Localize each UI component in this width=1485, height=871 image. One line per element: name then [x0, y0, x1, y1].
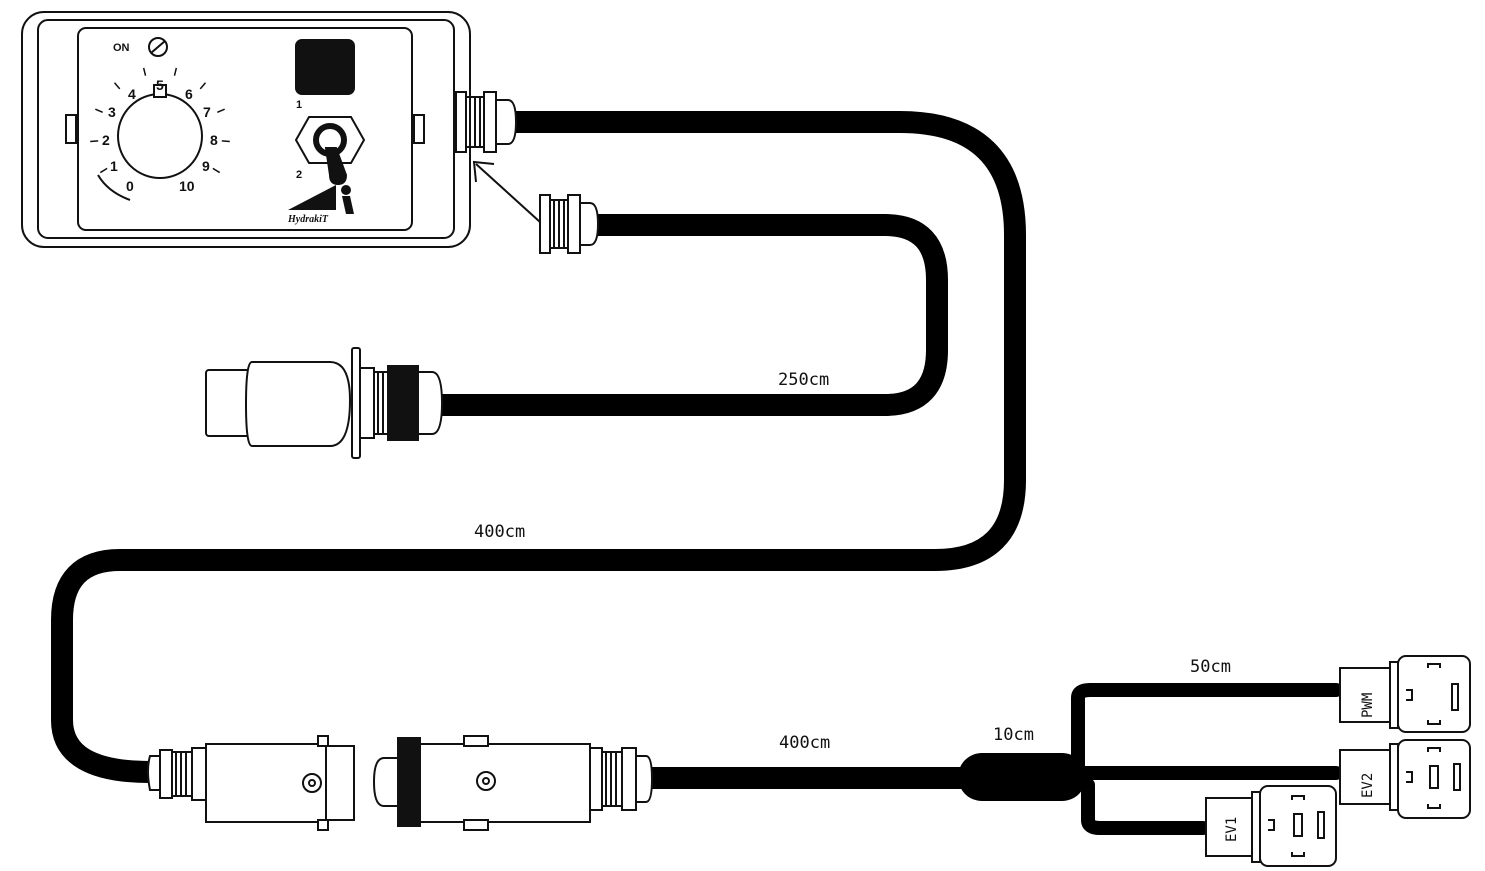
split-length-label: 10cm — [993, 725, 1034, 745]
dial-tick — [95, 108, 104, 113]
extension-cable-length-label: 400cm — [779, 733, 830, 753]
dial-number-0: 0 — [126, 178, 134, 194]
gland-arrow — [472, 160, 541, 223]
dial-tick — [199, 82, 207, 90]
dial-tick — [212, 167, 221, 174]
main-cable-length-label: 400cm — [474, 522, 525, 542]
control-box — [21, 11, 471, 248]
power-cable-length-label: 250cm — [778, 370, 829, 390]
power-cable-gland — [539, 194, 600, 254]
box-clip-right — [413, 114, 425, 144]
dial-tick — [221, 140, 230, 143]
dial-number-7: 7 — [203, 104, 211, 120]
power-plug-nut — [387, 365, 419, 441]
main-cable — [51, 111, 1026, 783]
power-cable — [429, 214, 948, 416]
dial-pointer — [153, 84, 167, 98]
branch-length-label: 50cm — [1190, 657, 1231, 677]
dial-number-10: 10 — [179, 178, 195, 194]
dial-tick — [142, 67, 147, 76]
display-window — [295, 39, 355, 95]
switch-position-1: 1 — [296, 99, 302, 111]
dial-tick — [113, 82, 121, 90]
main-cable-connector — [147, 735, 355, 831]
dial-number-3: 3 — [108, 104, 116, 120]
extension-connector-bar — [397, 737, 421, 827]
dial-number-4: 4 — [128, 86, 136, 102]
dial-start-arc — [97, 174, 131, 201]
splice-sleeve — [958, 753, 1086, 801]
dial-number-6: 6 — [185, 86, 193, 102]
toggle-switch-lever[interactable] — [324, 147, 348, 186]
box-cable-gland — [455, 91, 518, 153]
dial-numbers: 0 1 2 3 4 5 6 7 8 9 10 — [102, 77, 218, 194]
dial-tick — [173, 67, 178, 76]
power-plug — [205, 347, 444, 459]
on-label: ON — [113, 42, 130, 54]
dial-number-9: 9 — [202, 158, 210, 174]
switch-position-2: 2 — [296, 169, 302, 181]
ev2-label: EV2 — [1360, 773, 1376, 798]
box-clip-left — [65, 114, 77, 144]
pwm-connector — [1339, 655, 1471, 733]
extension-connector — [372, 735, 654, 831]
dial-tick — [99, 167, 108, 174]
branch-ev1 — [1081, 778, 1210, 835]
brand-name: HydrakiT — [287, 214, 329, 225]
dial-knob[interactable] — [117, 93, 203, 179]
dial-tick — [216, 108, 225, 113]
dial-tick — [90, 140, 99, 143]
ev1-label: EV1 — [1224, 817, 1240, 842]
pwm-label: PWM — [1360, 693, 1376, 718]
brand-logo: HydrakiT — [287, 185, 354, 225]
dial-number-5: 5 — [156, 77, 164, 93]
branch-pwm — [1071, 683, 1343, 772]
dial-number-2: 2 — [102, 132, 110, 148]
dial-ticks — [90, 67, 230, 174]
dial-number-8: 8 — [210, 132, 218, 148]
cables — [51, 111, 1343, 835]
ev2-connector — [1339, 739, 1471, 819]
ev1-connector — [1205, 785, 1337, 867]
dial-number-1: 1 — [110, 158, 118, 174]
